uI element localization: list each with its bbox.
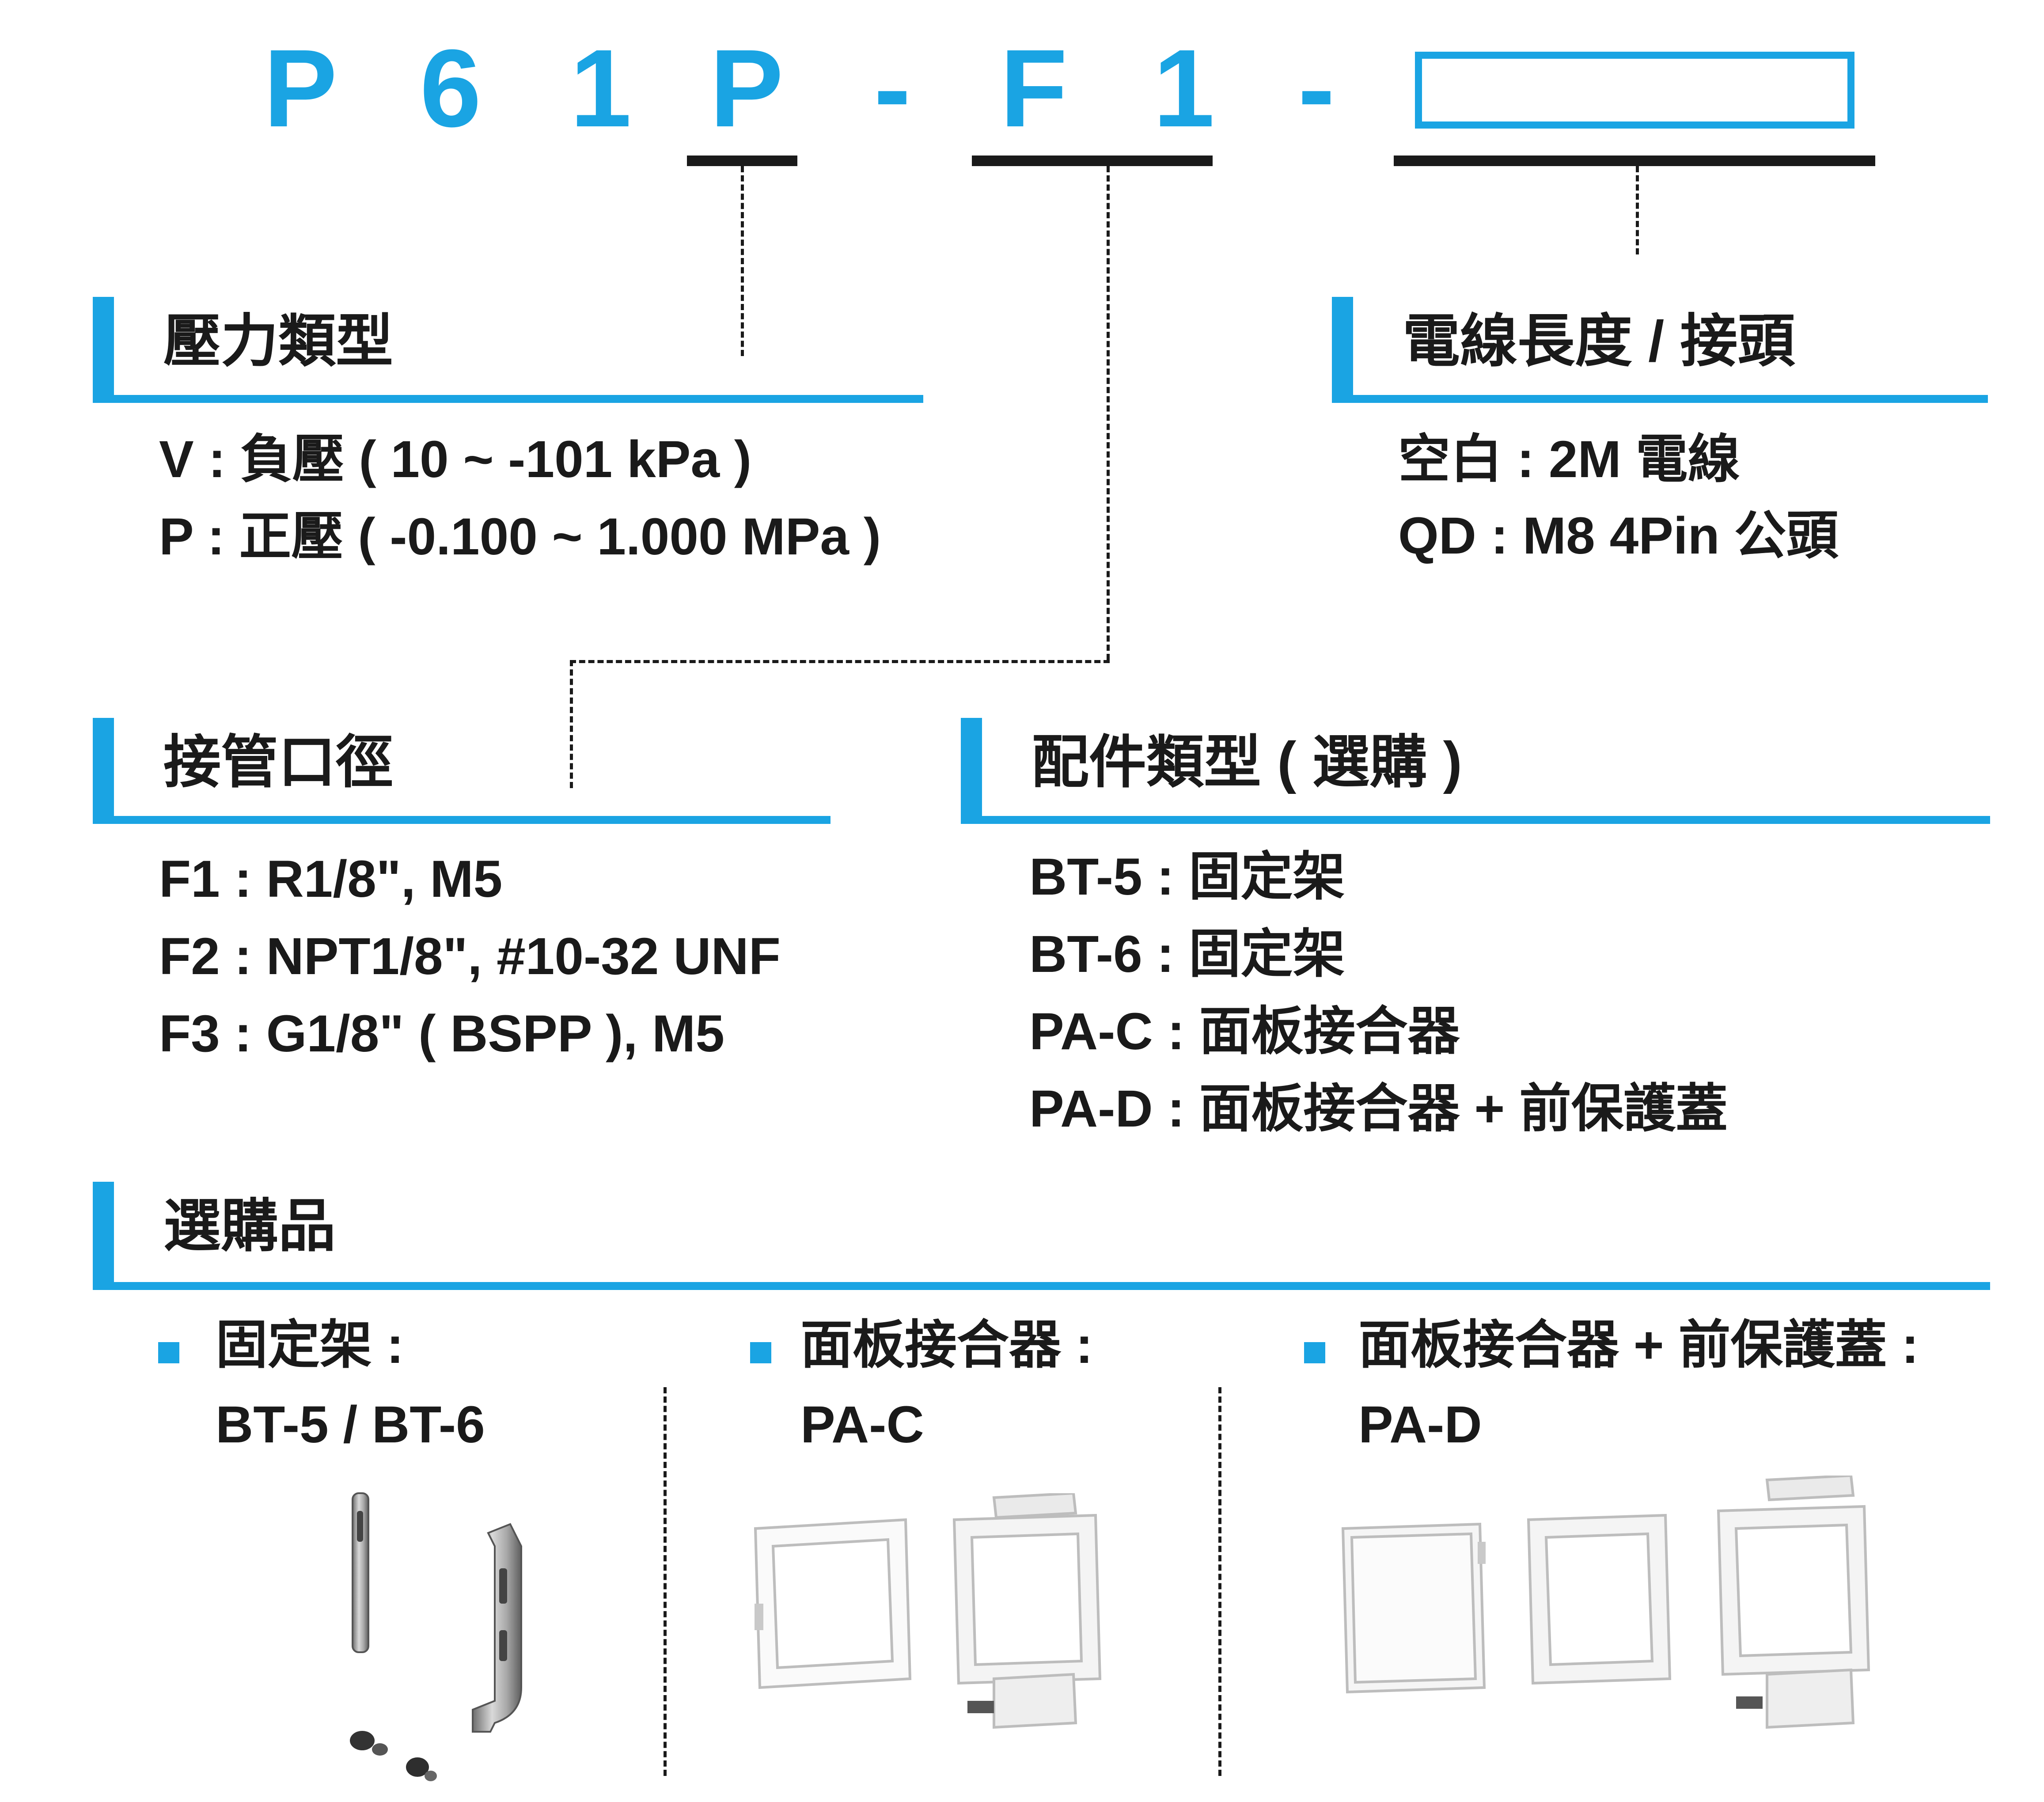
connector-cable: [1636, 166, 1639, 254]
product-model-panel-adapter-cover: PA-D: [1358, 1396, 1482, 1454]
product-separator: [664, 1387, 667, 1776]
product-model-bracket: BT-5 / BT-6: [216, 1396, 485, 1454]
cable-item-blank: 空白 : 2M 電線: [1398, 430, 1740, 489]
bullet-icon: [158, 1342, 179, 1363]
code-char-1: 1: [570, 27, 632, 150]
underline-port: [972, 156, 1213, 166]
code-char-port-1: 1: [1153, 27, 1215, 150]
section-title: 接管口徑: [163, 730, 394, 794]
code-char-6: 6: [420, 27, 482, 150]
bullet-icon: [1304, 1342, 1325, 1363]
bullet-icon: [750, 1342, 771, 1363]
product-model-panel-adapter: PA-C: [800, 1396, 924, 1454]
cable-item-qd: QD : M8 4Pin 公頭: [1398, 507, 1839, 565]
cable-option-blank-box: [1415, 52, 1854, 129]
connector-pressure: [741, 166, 744, 356]
accessory-item-bt6: BT-6 : 固定架: [1029, 925, 1345, 983]
section-title: 壓力類型: [163, 309, 394, 373]
product-label-panel-adapter: 面板接合器 :: [800, 1316, 1093, 1374]
section-accent-bar: [93, 718, 114, 824]
product-label-panel-adapter-cover: 面板接合器 + 前保護蓋 :: [1358, 1316, 1919, 1374]
product-label-bracket: 固定架 :: [216, 1316, 404, 1374]
connector-port-drop: [570, 660, 573, 788]
connector-port-vertical: [1107, 166, 1110, 660]
section-underline: [93, 1282, 1990, 1290]
port-item-f1: F1 : R1/8", M5: [159, 850, 503, 908]
port-item-f2: F2 : NPT1/8", #10-32 UNF: [159, 927, 781, 986]
pressure-item-p: P : 正壓 ( -0.100 ~ 1.000 MPa ): [159, 508, 881, 566]
accessory-item-pac: PA-C : 面板接合器: [1029, 1002, 1460, 1061]
bracket-image: [350, 1492, 522, 1781]
section-underline: [93, 395, 923, 403]
section-accent-bar: [961, 718, 982, 824]
section-underline: [961, 816, 1990, 824]
code-char-f: F: [1000, 27, 1068, 150]
code-char-dash-2: -: [1298, 27, 1335, 150]
underline-pressure: [687, 156, 797, 166]
section-accent-bar: [1332, 297, 1353, 403]
connector-port-horizontal: [570, 660, 1110, 663]
port-item-f3: F3 : G1/8" ( BSPP ), M5: [159, 1005, 724, 1063]
accessory-item-pad: PA-D : 面板接合器 + 前保護蓋: [1029, 1080, 1728, 1138]
underline-cable: [1394, 156, 1875, 166]
panel-adapter-cover-image: [1341, 1476, 1870, 1729]
product-separator: [1218, 1387, 1221, 1776]
code-char-pressure-type: P: [709, 27, 784, 150]
section-title: 配件類型 ( 選購 ): [1031, 730, 1462, 794]
code-char-dash-1: -: [874, 27, 911, 150]
section-accent-bar: [93, 297, 114, 403]
pressure-item-v: V : 負壓 ( 10 ~ -101 kPa ): [159, 430, 752, 489]
section-title: 選購品: [163, 1194, 336, 1258]
panel-adapter-image: [754, 1493, 1102, 1729]
accessory-item-bt5: BT-5 : 固定架: [1029, 848, 1345, 906]
section-underline: [93, 816, 830, 824]
section-title: 電線長度 / 接頭: [1403, 309, 1795, 373]
section-accent-bar: [93, 1182, 114, 1290]
code-char-series-p: P: [263, 27, 338, 150]
section-underline: [1332, 395, 1988, 403]
